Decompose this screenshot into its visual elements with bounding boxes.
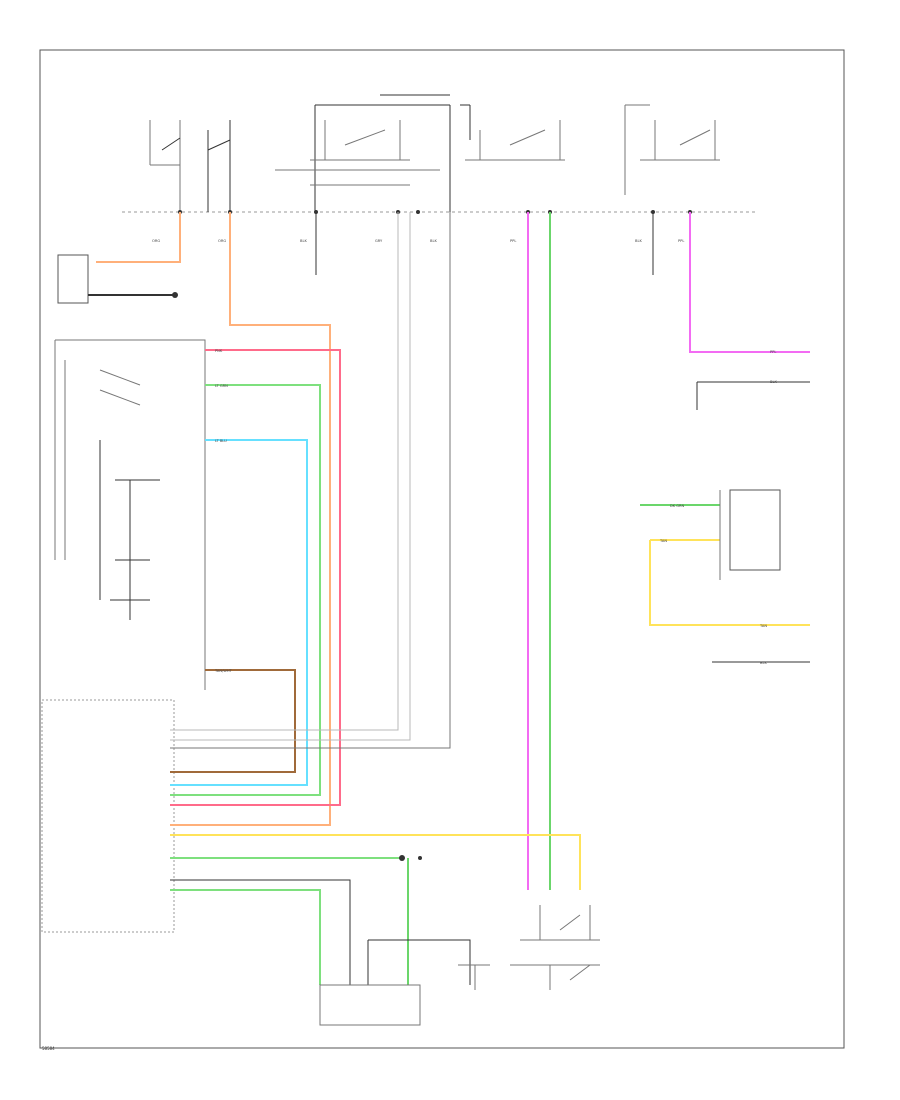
bottom-switches [319,855,600,1026]
washer-module [719,489,781,580]
svg-text:TAN/WHT: TAN/WHT [214,669,233,673]
svg-text:ORG: ORG [218,239,226,243]
diagram-id: 58584 [42,1046,55,1051]
svg-text:DK GRN: DK GRN [670,504,685,508]
svg-text:BLK: BLK [430,239,437,243]
wiper-module [41,339,206,933]
svg-text:PNK: PNK [215,349,223,353]
pin-labels: ORG ORG BLK GRY BLK PPL BLK PPL PNK LT G… [152,239,777,673]
wiring [96,212,810,985]
svg-text:GRY: GRY [375,239,383,243]
svg-text:PPL: PPL [678,239,684,243]
svg-text:LT GRN: LT GRN [215,384,228,388]
svg-text:LT BLU: LT BLU [215,439,227,443]
diagram-border [39,49,845,1049]
ground-points [315,212,810,410]
svg-text:ORG: ORG [152,239,160,243]
svg-text:PPL: PPL [510,239,516,243]
svg-text:BLK: BLK [300,239,307,243]
fuse-block-top [122,94,755,214]
svg-text:BLK: BLK [770,380,777,384]
svg-text:TAN: TAN [759,624,767,628]
svg-text:BLK: BLK [760,661,767,665]
svg-text:TAN: TAN [659,539,667,543]
svg-text:PPL: PPL [770,350,776,354]
svg-text:BLK: BLK [635,239,642,243]
hood-switch-box [57,254,178,304]
